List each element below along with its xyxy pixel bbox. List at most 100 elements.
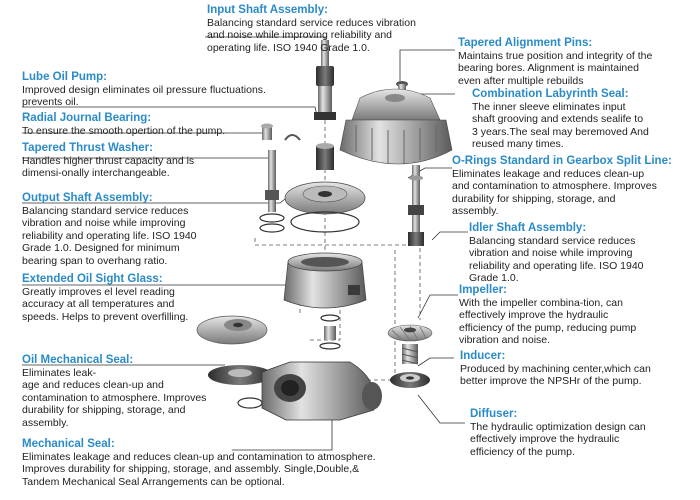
desc-mech-seal-2: Improves durability for shipping, storag… (22, 463, 360, 476)
desc-impeller-2: effectively improve the hydraulic (459, 309, 609, 322)
desc-input-shaft-2: and noise while improving reliability an… (207, 29, 393, 42)
desc-output-shaft-3: reliability and operating life. ISO 1940 (22, 229, 197, 242)
desc-input-shaft-1: Balancing standard service reduces vibra… (207, 17, 416, 29)
gearbox-cover-part (339, 88, 453, 165)
title-o-rings: O-Rings Standard in Gearbox Split Line: (452, 155, 672, 167)
desc-idler-shaft-3: reliability and operating life. ISO 1940 (469, 259, 644, 272)
desc-diffuser-2: effectively improve the hydraulic (470, 433, 620, 446)
desc-oil-mech-seal-4: durability for shipping, storage, and (22, 404, 186, 417)
desc-idler-shaft-2: vibration and noise while improving (469, 247, 633, 260)
desc-labyrinth-seal-2: shaft grooving and extends sealife to (472, 113, 644, 126)
desc-inducer-2: better improve the NPSHr of the pump. (460, 375, 642, 388)
desc-sight-glass-1: Greatly improves el level reading (22, 286, 175, 298)
desc-labyrinth-seal-4: reused many times. (472, 138, 564, 151)
title-thrust-washer: Tapered Thrust Washer: (22, 142, 153, 154)
desc-thrust-washer-1: Handles higher thrust capacity and is (22, 155, 195, 167)
label-input-shaft: Input Shaft Assembly: Balancing standard… (207, 4, 467, 54)
desc-oil-mech-seal-1: Eliminates leak- (22, 367, 97, 379)
lube-oil-pump-part (261, 123, 301, 141)
leader-tapered-pins (399, 49, 455, 82)
label-idler-shaft: Idler Shaft Assembly: Balancing standard… (469, 222, 697, 285)
desc-tapered-pins-3: even after multiple rebuilds (458, 74, 584, 87)
diffuser-part (390, 372, 430, 388)
title-radial-bearing: Radial Journal Bearing: (22, 112, 152, 124)
desc-oil-mech-seal-2: age and reduces clean-up and (22, 379, 164, 392)
desc-o-rings-2: and contamination to atmosphere. Improve… (452, 180, 657, 193)
desc-diffuser-1: The hydraulic optimization design can (470, 421, 646, 433)
desc-diffuser-3: efficiency of the pump. (470, 445, 575, 458)
desc-output-shaft-1: Balancing standard service reduces (22, 205, 189, 217)
label-tapered-pins: Tapered Alignment Pins: Maintains true p… (458, 37, 698, 87)
desc-impeller-1: With the impeller combina-tion, can (459, 297, 623, 309)
leader-impeller (417, 294, 458, 319)
desc-impeller-3: efficiency of the pump, reducing pump (459, 321, 637, 334)
desc-idler-shaft-1: Balancing standard service reduces (469, 235, 636, 247)
desc-output-shaft-4: Grade 1.0. Designed for minimum (22, 242, 180, 255)
output-shaft-part (259, 150, 285, 233)
leader-inducer (417, 357, 454, 367)
desc-labyrinth-seal-1: The inner sleeve eliminates input (472, 101, 626, 113)
title-output-shaft: Output Shaft Assembly: (22, 192, 153, 204)
title-lube-oil-pump: Lube Oil Pump: (22, 71, 107, 83)
impeller-part (387, 324, 433, 342)
desc-labyrinth-seal-3: 3 years.The seal may beremoved And (472, 125, 649, 138)
label-mech-seal: Mechanical Seal: Eliminates leakage and … (22, 438, 442, 488)
leader-idler-shaft (431, 231, 468, 241)
split-flange-part (284, 181, 366, 233)
label-oil-mech-seal: Oil Mechanical Seal: Eliminates leak- ag… (22, 354, 257, 429)
title-tapered-pins: Tapered Alignment Pins: (458, 37, 593, 49)
seal-small-parts (319, 314, 341, 350)
desc-impeller-4: vibration and noise. (459, 334, 551, 347)
label-o-rings: O-Rings Standard in Gearbox Split Line: … (452, 155, 697, 218)
title-diffuser: Diffuser: (470, 408, 518, 420)
leader-lines (22, 36, 468, 451)
title-oil-mech-seal: Oil Mechanical Seal: (22, 354, 134, 366)
label-impeller: Impeller: With the impeller combina-tion… (459, 284, 697, 347)
desc-tapered-pins-1: Maintains true position and integrity of… (458, 50, 653, 62)
title-sight-glass: Extended Oil Sight Glass: (22, 273, 163, 285)
desc-o-rings-4: assembly. (452, 205, 499, 218)
center-gear-part (316, 143, 334, 170)
desc-idler-shaft-4: Grade 1.0. (469, 272, 519, 285)
desc-mech-seal-3: Tandem Mechanical Seal Arrangements can … (22, 475, 285, 488)
label-diffuser: Diffuser: The hydraulic optimization des… (470, 408, 697, 458)
tapered-pins-part (396, 81, 408, 92)
desc-lube-oil-pump-1: Improved design eliminates oil pressure … (22, 84, 266, 96)
title-labyrinth-seal: Combination Labyrinth Seal: (472, 88, 629, 100)
desc-inducer-1: Produced by machining center,which can (460, 363, 651, 375)
title-impeller: Impeller: (459, 284, 507, 296)
desc-o-rings-3: durability for shipping, storage, and (452, 192, 616, 205)
desc-sight-glass-3: speeds. Helps to prevent overfilling. (22, 310, 189, 323)
input-shaft-part (314, 40, 336, 120)
desc-input-shaft-3: operating life. ISO 1940 Grade 1.0. (207, 41, 370, 54)
title-inducer: Inducer: (460, 350, 506, 362)
gearbox-housing-part (283, 252, 367, 309)
pump-casing-part (237, 361, 382, 421)
title-idler-shaft: Idler Shaft Assembly: (469, 222, 587, 234)
desc-output-shaft-2: vibration and noise while improving (22, 217, 186, 230)
idler-shaft-part (408, 165, 424, 246)
desc-lube-oil-pump-2: prevents oil. (22, 96, 79, 109)
desc-o-rings-1: Eliminates leakage and reduces clean-up (452, 168, 645, 180)
label-lube-oil-pump: Lube Oil Pump: Improved design eliminate… (22, 71, 312, 109)
desc-sight-glass-2: accuracy at all temperatures and (22, 298, 175, 311)
oil-seal-plate-part (196, 315, 272, 385)
label-labyrinth-seal: Combination Labyrinth Seal: The inner sl… (472, 88, 697, 151)
desc-output-shaft-5: bearing span to overhang ratio. (22, 254, 168, 267)
desc-oil-mech-seal-3: contamination to atmosphere. Improves (22, 391, 207, 404)
desc-mech-seal-1: Eliminates leakage and reduces clean-up … (22, 451, 376, 463)
label-inducer: Inducer: Produced by machining center,wh… (460, 350, 697, 388)
title-input-shaft: Input Shaft Assembly: (207, 4, 328, 16)
desc-oil-mech-seal-5: assembly. (22, 416, 69, 429)
desc-radial-bearing-1: To ensure the smooth opertion of the pum… (22, 125, 226, 137)
title-mech-seal: Mechanical Seal: (22, 438, 115, 450)
label-thrust-washer: Tapered Thrust Washer: Handles higher th… (22, 142, 262, 180)
label-sight-glass: Extended Oil Sight Glass: Greatly improv… (22, 273, 262, 323)
label-radial-bearing: Radial Journal Bearing: To ensure the sm… (22, 112, 262, 137)
label-output-shaft: Output Shaft Assembly: Balancing standar… (22, 192, 262, 267)
desc-tapered-pins-2: bearing bores. Alignment is maintained (458, 62, 639, 75)
inducer-part (401, 344, 419, 365)
desc-thrust-washer-2: dimensi-onally interchangeable. (22, 167, 170, 180)
